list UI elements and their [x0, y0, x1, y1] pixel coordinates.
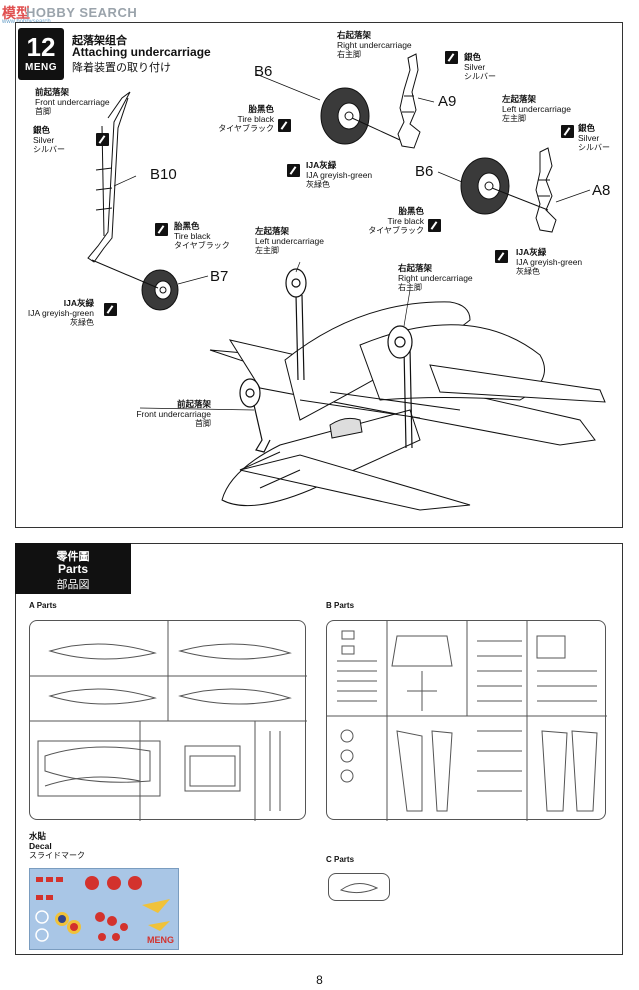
parts-header-cn: 零件圖: [56, 551, 90, 563]
callout-silver-front: 銀色 Silver シルバー: [33, 125, 65, 154]
paint-code-icon-tire-right: [278, 119, 291, 132]
decal-sheet: MENG: [29, 868, 179, 950]
paint-code-icon-silver-front: [96, 133, 109, 146]
aircraft-drawing: [209, 301, 606, 511]
paint-code-icon-ija-right: [287, 164, 300, 177]
parts-header-jp: 部品図: [56, 579, 90, 591]
callout-left-undercarriage: 左起落架 Left undercarriage 左主脚: [502, 94, 571, 123]
part-code-b6-mid: B6: [415, 163, 434, 180]
step-number-badge: 12 MENG: [18, 28, 64, 80]
part-code-b10: B10: [150, 166, 177, 183]
b-parts-sprue: [326, 620, 607, 821]
watermark-text: HOBBY SEARCH: [26, 5, 138, 20]
part-code-a9: A9: [438, 93, 457, 110]
callout-ija-front: IJA灰緑 IJA greyish-green 灰緑色: [27, 298, 94, 327]
paint-code-icon-tire-left: [428, 219, 441, 232]
decal-label: 水貼 Decal スライドマーク: [29, 831, 85, 860]
part-code-a8: A8: [592, 182, 611, 199]
paint-code-icon-silver-left: [561, 125, 574, 138]
step-number: 12: [26, 32, 56, 62]
b-parts-label: B Parts: [326, 601, 355, 610]
callout-ija-left: IJA灰緑 IJA greyish-green 灰緑色: [516, 247, 583, 276]
callout-tire-black-right: 胎黑色 Tire black タイヤブラック: [218, 104, 274, 133]
step-title-cn: 起落架组合: [72, 35, 127, 47]
paint-code-icon-ija-left: [495, 250, 508, 263]
paint-code-icon-ija-front: [104, 303, 117, 316]
callout-tire-black-front: 胎黑色 Tire black タイヤブラック: [174, 221, 230, 250]
callout-right-undercarriage: 右起落架 Right undercarriage 右主脚: [337, 30, 412, 59]
right-strut-a9: [397, 53, 421, 149]
left-strut-a8: [535, 147, 557, 233]
c-parts-label: C Parts: [326, 855, 355, 864]
a-parts-sprue-drawing: [30, 621, 307, 821]
callout-silver-left: 銀色 Silver シルバー: [578, 123, 610, 152]
paint-code-icon-tire-front: [155, 223, 168, 236]
callout-silver-right: 銀色 Silver シルバー: [464, 52, 496, 81]
front-strut-b10: [87, 91, 131, 263]
parts-header: 零件圖 Parts 部品図: [15, 543, 131, 594]
watermark-cn: 模型: [2, 5, 30, 21]
assembly-illustration: [87, 53, 606, 511]
part-code-b7: B7: [210, 268, 229, 285]
c-parts-sprue: [328, 873, 390, 901]
decal-brand: MENG: [147, 935, 174, 945]
callout-ija-right: IJA灰緑 IJA greyish-green 灰緑色: [306, 160, 373, 189]
a-parts-sprue: [29, 620, 307, 821]
callout-front-undercarriage-plane: 前起落架 Front undercarriage 首脚: [136, 399, 211, 428]
step-title-en: Attaching undercarriage: [72, 45, 211, 59]
callout-right-undercarriage-plane: 右起落架 Right undercarriage 右主脚: [398, 263, 473, 292]
step-title-jp: 降着装置の取り付け: [72, 62, 171, 74]
step-brand: MENG: [25, 62, 57, 73]
page-number: 8: [316, 973, 323, 987]
b-parts-sprue-drawing: [327, 621, 607, 821]
canopy-part-drawing: [339, 883, 379, 894]
callout-left-undercarriage-plane: 左起落架 Left undercarriage 左主脚: [255, 226, 324, 255]
part-code-b6-top: B6: [254, 63, 273, 80]
a-parts-label: A Parts: [29, 601, 57, 610]
callout-tire-black-left: 胎黑色 Tire black タイヤブラック: [368, 206, 424, 235]
callout-front-undercarriage-top: 前起落架 Front undercarriage 首脚: [35, 87, 110, 116]
decal-sheet-artwork: [35, 876, 170, 942]
paint-code-icon-silver-right: [445, 51, 458, 64]
parts-header-en: Parts: [57, 562, 89, 576]
